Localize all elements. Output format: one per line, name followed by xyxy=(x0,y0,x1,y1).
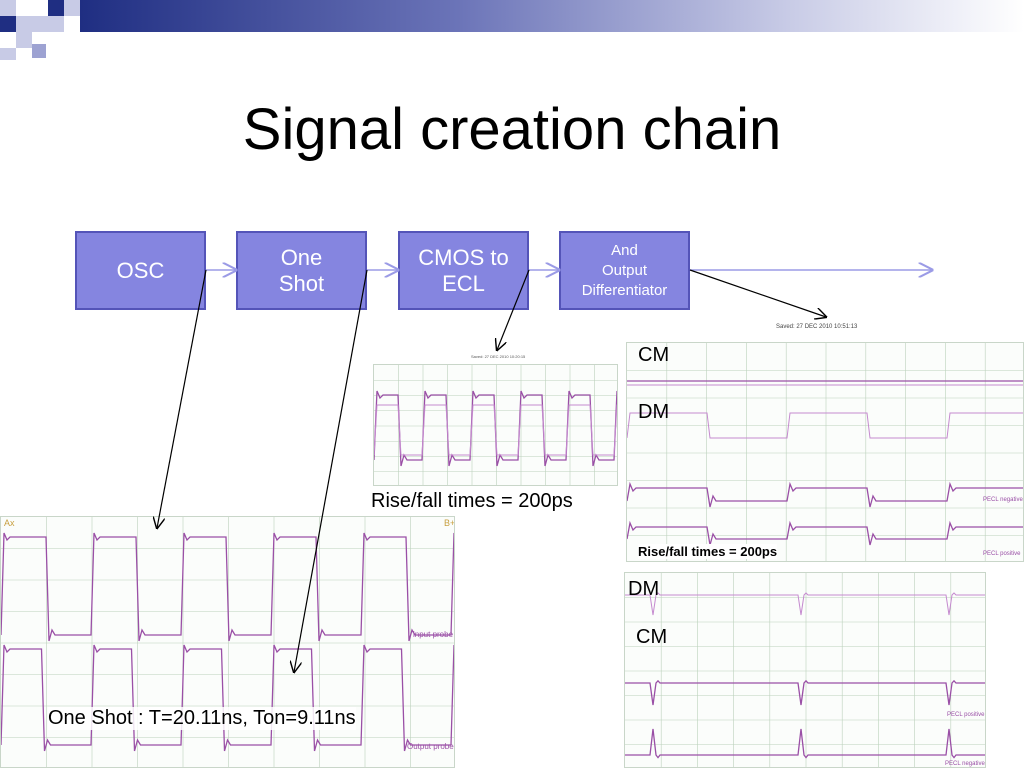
top-gradient-bar xyxy=(80,0,1024,32)
output-saved-stamp: Saved: 27 DEC 2010 10:51:13 xyxy=(776,324,858,330)
slide-title: Signal creation chain xyxy=(242,97,782,162)
cmos-ecl-waveform xyxy=(374,365,617,485)
block-cmos-to-ecl: CMOS to ECL xyxy=(398,231,529,310)
diff-dm-trace xyxy=(625,592,985,616)
diff-pecl-neg-trace xyxy=(625,728,985,759)
input-trace xyxy=(1,532,454,642)
output-caption: Rise/fall times = 200ps xyxy=(638,544,778,559)
output-probe-label: Output probe xyxy=(407,742,454,751)
diff-pecl-pos-trace xyxy=(625,679,985,706)
cmos-caption: Rise/fall times = 200ps xyxy=(371,490,573,512)
output-waveform xyxy=(627,343,1023,561)
diff-pecl-negative-label: PECL negative xyxy=(945,761,985,767)
differentiator-waveform xyxy=(625,573,985,767)
cmos-saved-stamp: Saved: 27 DEC 2010 10:20:15 xyxy=(471,354,526,359)
scope-cmos-to-ecl xyxy=(373,364,618,486)
diff-dm-label: DM xyxy=(628,578,660,600)
pecl-positive-label: PECL positive xyxy=(983,551,1021,557)
pecl-neg-trace xyxy=(627,481,1023,508)
pecl-negative-label: PECL negative xyxy=(983,497,1023,503)
block-one-shot: One Shot xyxy=(236,231,367,310)
one-shot-caption: One Shot : T=20.11ns, Ton=9.11ns xyxy=(48,707,356,730)
block-output-differentiator: And Output Differentiator xyxy=(559,231,690,310)
cmos-trace-1 xyxy=(374,390,617,467)
dm-trace xyxy=(627,412,1023,439)
input-probe-label: input probe xyxy=(413,630,454,639)
scope-differentiator: PECL positive PECL negative xyxy=(624,572,986,768)
output-trace xyxy=(1,644,454,752)
output-dm-label: DM xyxy=(638,401,670,423)
scope-one-shot: Ax B+ input probe Output probe xyxy=(0,516,455,768)
one-shot-waveform xyxy=(1,517,454,767)
pecl-pos-trace xyxy=(627,520,1023,546)
cursor-b-label: B+ xyxy=(444,518,455,528)
cursor-a-label: Ax xyxy=(4,518,15,528)
output-cm-label: CM xyxy=(638,344,670,366)
scope-output: PECL negative PECL positive xyxy=(626,342,1024,562)
block-osc: OSC xyxy=(75,231,206,310)
diff-pecl-positive-label: PECL positive xyxy=(947,712,985,718)
diff-cm-label: CM xyxy=(636,626,668,648)
cmos-trace-2 xyxy=(374,404,617,456)
